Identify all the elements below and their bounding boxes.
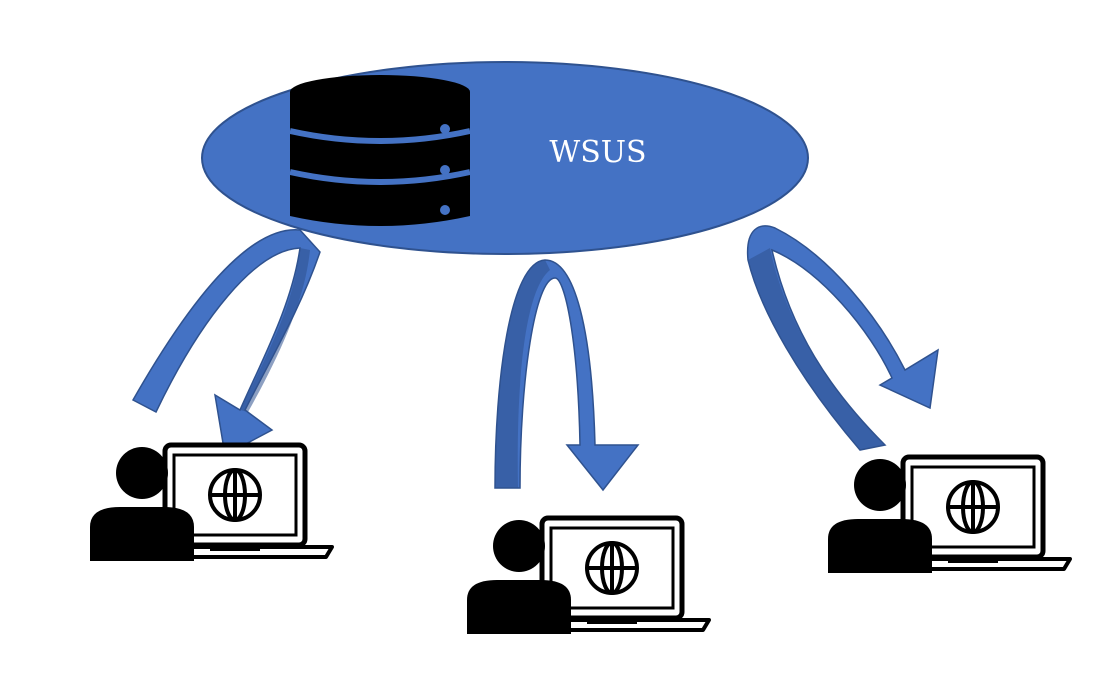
user-laptop-globe-icon (90, 445, 332, 561)
user-laptop-globe-icon (828, 457, 1070, 573)
arrow-to-client-middle (494, 259, 640, 492)
arrow-to-client-left (131, 229, 321, 457)
arrow-to-client-right (746, 225, 939, 451)
client-workstation-right (828, 457, 1070, 573)
client-workstation-middle (467, 518, 709, 634)
server-label: WSUS (549, 135, 646, 170)
user-laptop-globe-icon (467, 518, 709, 634)
client-workstation-left (90, 445, 332, 561)
database-server-icon (289, 75, 471, 226)
